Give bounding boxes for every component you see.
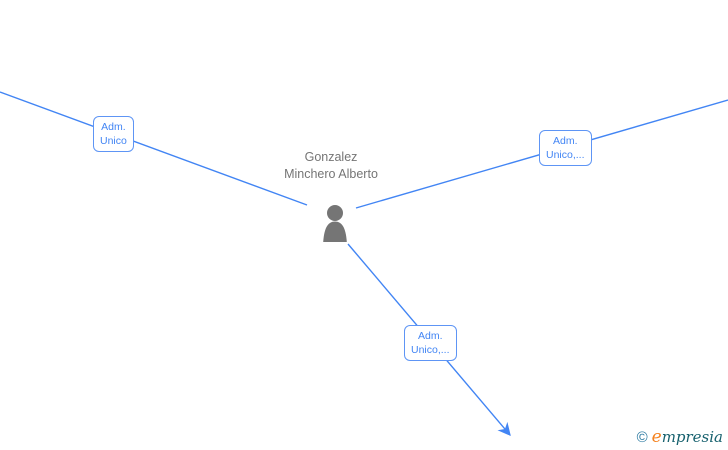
empresia-logo: ©empresia [637,427,723,447]
edge-label-text: Unico [100,135,127,147]
edge-label-left[interactable]: Adm. Unico [93,116,134,152]
edge-label-bottom[interactable]: Adm. Unico,... [404,325,457,361]
edge-label-text: Adm. [101,121,126,133]
brand-name: mpresia [661,428,723,446]
edge-label-text: Unico,... [411,344,450,356]
edge-line-left [0,91,308,206]
node-name-label: Gonzalez Minchero Alberto [284,150,378,181]
edge-label-text: Adm. [418,330,443,342]
person-icon[interactable] [318,204,352,242]
copyright-icon: © [636,429,648,446]
edge-label-right[interactable]: Adm. Unico,... [539,130,592,166]
edge-label-text: Adm. [553,135,578,147]
edge-label-text: Unico,... [546,149,585,161]
brand-initial: e [651,427,662,447]
